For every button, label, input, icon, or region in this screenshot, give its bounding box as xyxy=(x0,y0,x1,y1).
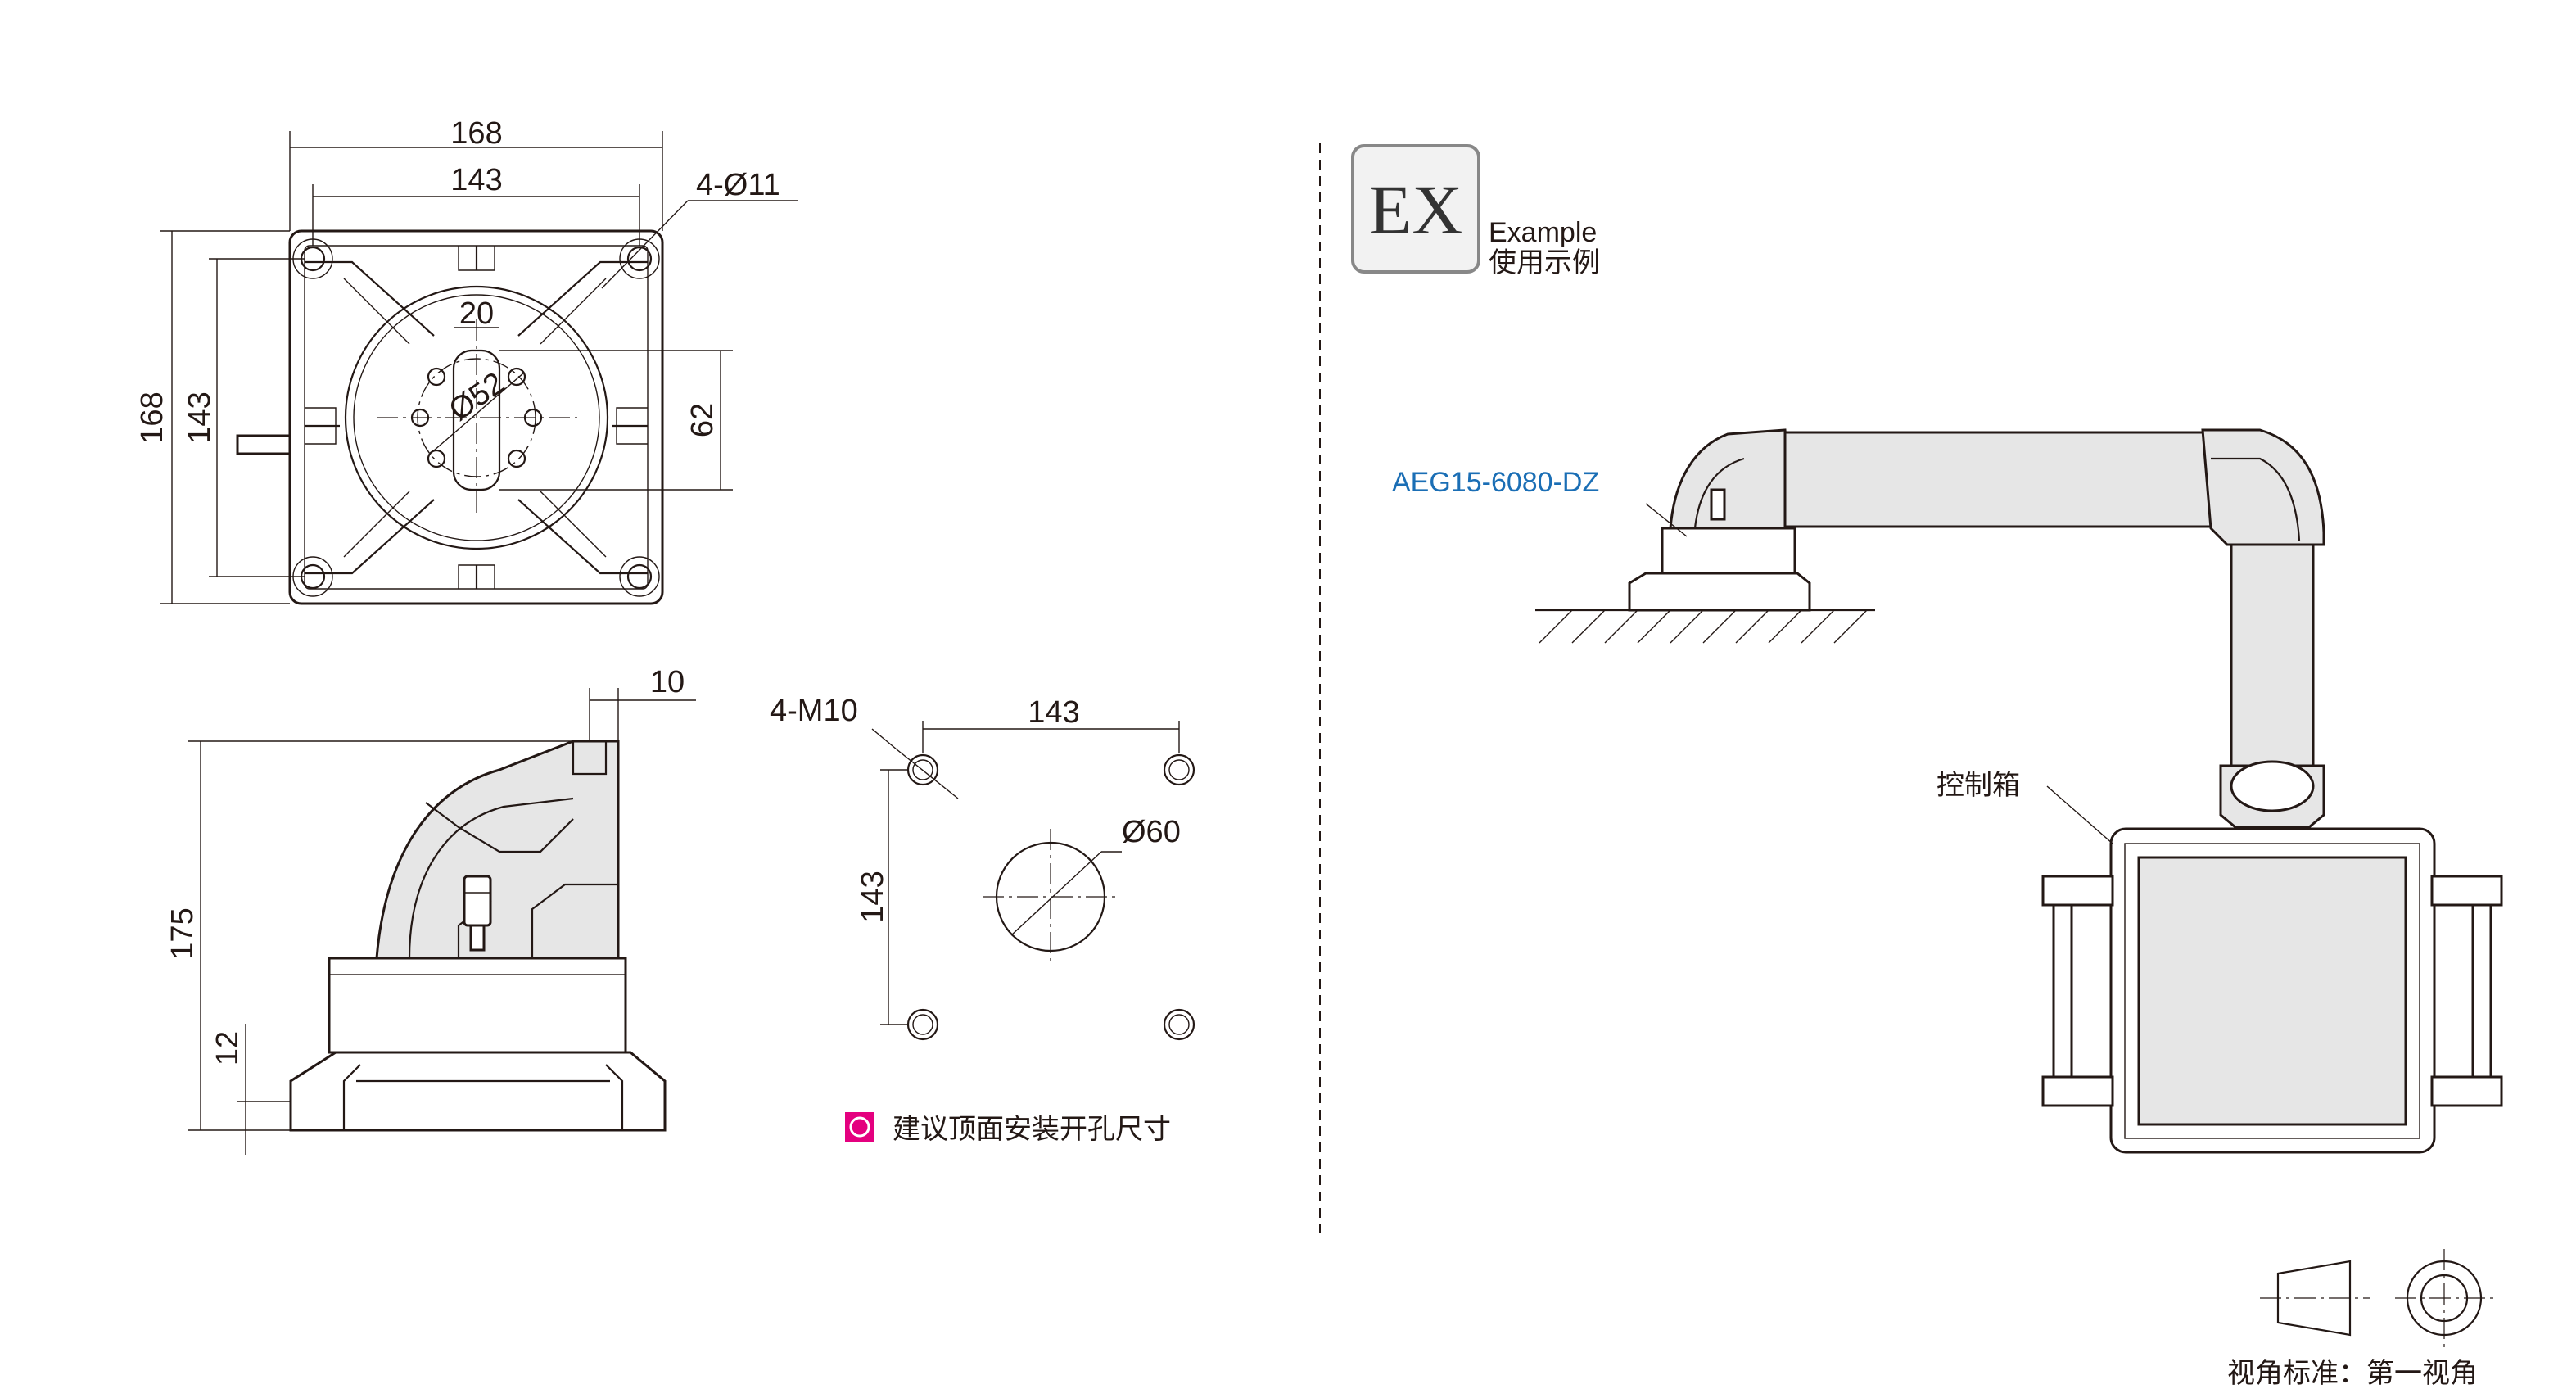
ex-badge-text: EX xyxy=(1369,170,1463,249)
dim-cutout-height: 143 xyxy=(856,871,890,922)
dim-slot-height: 62 xyxy=(685,403,720,437)
dim-top: 10 xyxy=(650,665,685,699)
dim-threads: 4-M10 xyxy=(770,694,858,728)
example-view: EX Example 使用示例 AEG15-6080- xyxy=(1351,144,2503,1154)
ex-badge xyxy=(1351,144,1480,274)
side-base xyxy=(289,1051,667,1132)
cutout-hole xyxy=(906,753,939,786)
top-view: 168 143 4-Ø11 168 143 20 Ø52 62 xyxy=(135,116,798,605)
cutout-caption: 建议顶面安装开孔尺寸 xyxy=(893,1114,1171,1145)
dim-holes: 4-Ø11 xyxy=(696,168,780,202)
side-mid-block xyxy=(328,957,627,1054)
example-horizontal-arm xyxy=(1783,431,2212,528)
dim-outer-height: 168 xyxy=(135,391,169,443)
projection-symbol: 视角标准：第一视角 xyxy=(2227,1249,2493,1389)
dim-base: 12 xyxy=(210,1031,245,1065)
example-title-cn: 使用示例 xyxy=(1489,247,1600,278)
projection-caption: 视角标准：第一视角 xyxy=(2227,1358,2478,1389)
example-elbow xyxy=(1669,428,1795,530)
top-center-ring xyxy=(344,285,609,550)
example-corner xyxy=(2201,428,2325,546)
example-title-en: Example xyxy=(1489,217,1597,248)
caption-marker xyxy=(845,1112,874,1142)
dim-slot-width: 20 xyxy=(459,296,494,331)
dim-hole-width: 143 xyxy=(450,163,502,197)
dim-height: 175 xyxy=(165,907,200,959)
dim-center-hole: Ø60 xyxy=(1122,815,1181,849)
example-vertical-arm xyxy=(2230,543,2315,767)
dim-hole-height: 143 xyxy=(183,391,217,443)
box-label: 控制箱 xyxy=(1937,770,2020,801)
dim-cutout-width: 143 xyxy=(1028,695,1079,730)
side-view: 10 175 12 xyxy=(165,665,696,1155)
cutout-view: 4-M10 143 143 Ø60 建议顶面安装开孔尺寸 xyxy=(770,694,1195,1145)
model-label: AEG15-6080-DZ xyxy=(1392,467,1599,498)
top-slot xyxy=(452,349,501,491)
dim-outer-width: 168 xyxy=(450,116,502,151)
example-base xyxy=(1628,572,1811,612)
